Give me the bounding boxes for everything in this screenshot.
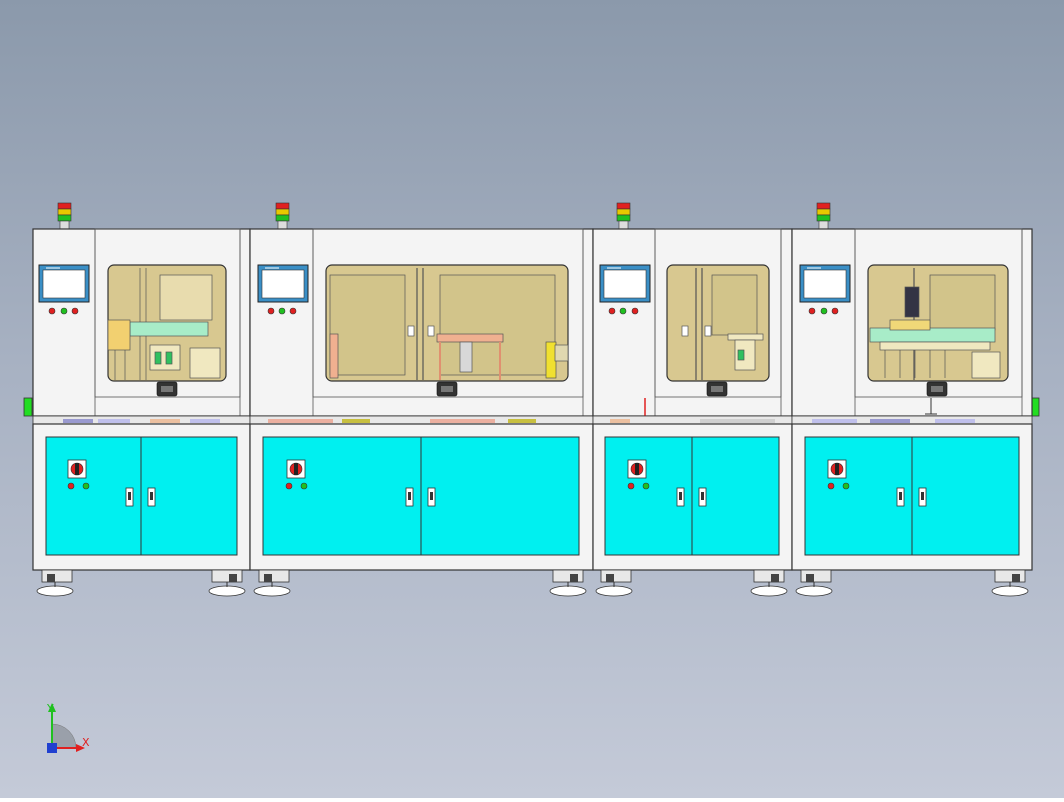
- leveling-foot: [991, 569, 1029, 597]
- hmi-screen[interactable]: [599, 264, 651, 303]
- cabinet-door-left[interactable]: [804, 436, 913, 556]
- left-side-light: [23, 397, 33, 417]
- main-power-switch[interactable]: [286, 459, 306, 479]
- door-latch[interactable]: [147, 487, 156, 507]
- leveling-foot: [795, 569, 833, 597]
- red-push-button[interactable]: [48, 307, 56, 315]
- door-latch[interactable]: [427, 487, 436, 507]
- module-1[interactable]: [32, 202, 251, 597]
- module-3[interactable]: [592, 202, 793, 597]
- green-indicator: [300, 482, 308, 490]
- green-push-button[interactable]: [60, 307, 68, 315]
- red-indicator: [285, 482, 293, 490]
- hmi-screen[interactable]: [257, 264, 309, 303]
- red-indicator: [827, 482, 835, 490]
- green-push-button[interactable]: [820, 307, 828, 315]
- leveling-foot: [208, 569, 246, 597]
- cabinet-door-right[interactable]: [911, 436, 1020, 556]
- red-push-button[interactable]: [808, 307, 816, 315]
- main-power-switch[interactable]: [827, 459, 847, 479]
- coordinate-triad[interactable]: Y X: [46, 702, 90, 753]
- cabinet-door-right[interactable]: [691, 436, 780, 556]
- green-indicator: [82, 482, 90, 490]
- triad-y-label: Y: [46, 702, 54, 715]
- door-latch[interactable]: [918, 487, 927, 507]
- signal-tower-icon: [57, 202, 72, 230]
- red-push-button[interactable]: [631, 307, 639, 315]
- signal-tower-icon: [275, 202, 290, 230]
- internal-mechanism: [869, 268, 1001, 380]
- hmi-screen[interactable]: [38, 264, 90, 303]
- leveling-foot: [595, 569, 633, 597]
- door-latch[interactable]: [125, 487, 134, 507]
- red-indicator: [627, 482, 635, 490]
- red-push-button[interactable]: [608, 307, 616, 315]
- main-power-switch[interactable]: [67, 459, 87, 479]
- triad-x-label: X: [82, 736, 90, 749]
- green-indicator: [642, 482, 650, 490]
- z-axis-icon: [47, 743, 57, 753]
- triad-arc: [51, 723, 77, 749]
- internal-mechanism: [329, 268, 569, 380]
- leveling-foot: [36, 569, 74, 597]
- red-push-button[interactable]: [71, 307, 79, 315]
- cabinet-door-right[interactable]: [420, 436, 580, 556]
- red-push-button[interactable]: [267, 307, 275, 315]
- signal-tower-icon: [816, 202, 831, 230]
- module-2[interactable]: [249, 202, 594, 597]
- main-power-switch[interactable]: [627, 459, 647, 479]
- red-push-button[interactable]: [289, 307, 297, 315]
- red-push-button[interactable]: [831, 307, 839, 315]
- door-latch[interactable]: [698, 487, 707, 507]
- module-4[interactable]: [791, 202, 1033, 597]
- cabinet-door-left[interactable]: [45, 436, 142, 556]
- cabinet-door-left[interactable]: [262, 436, 422, 556]
- green-indicator: [842, 482, 850, 490]
- leveling-foot: [549, 569, 587, 597]
- door-latch[interactable]: [676, 487, 685, 507]
- cabinet-door-right[interactable]: [140, 436, 238, 556]
- leveling-foot: [253, 569, 291, 597]
- door-latch[interactable]: [405, 487, 414, 507]
- red-indicator: [67, 482, 75, 490]
- leveling-foot: [750, 569, 788, 597]
- hmi-screen[interactable]: [799, 264, 851, 303]
- internal-mechanism: [107, 268, 221, 380]
- green-push-button[interactable]: [619, 307, 627, 315]
- internal-mechanism: [681, 268, 764, 380]
- signal-tower-icon: [616, 202, 631, 230]
- door-latch[interactable]: [896, 487, 905, 507]
- green-push-button[interactable]: [278, 307, 286, 315]
